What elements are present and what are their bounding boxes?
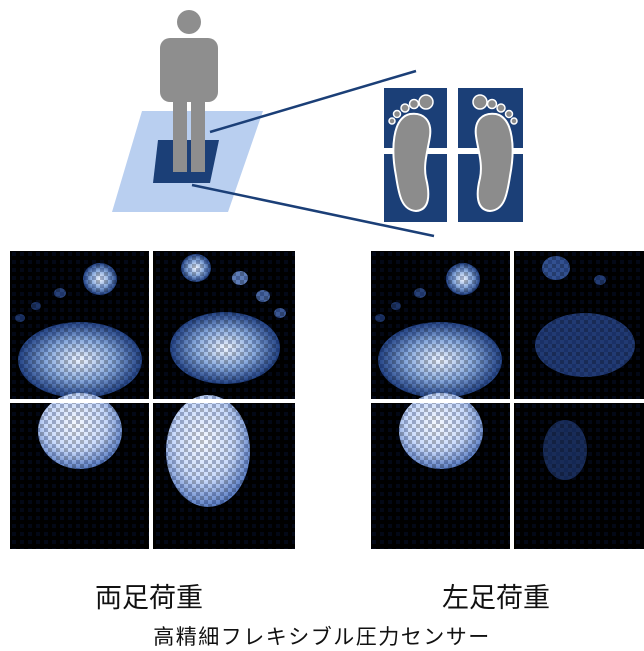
both-feet-pressure-map	[10, 251, 295, 549]
leader-line-top	[209, 69, 417, 134]
left-footprint-icon	[384, 88, 447, 222]
person-on-sensor-illustration	[112, 10, 523, 238]
sensor-caption: 高精細フレキシブル圧力センサー	[153, 625, 491, 649]
left-foot-label: 左足荷重	[442, 583, 550, 614]
left-foot-pressure-map	[371, 251, 644, 549]
right-footprint-icon	[458, 88, 523, 222]
both-feet-label: 両足荷重	[95, 583, 203, 614]
leader-line-bottom	[191, 183, 435, 238]
person-icon	[160, 10, 218, 172]
